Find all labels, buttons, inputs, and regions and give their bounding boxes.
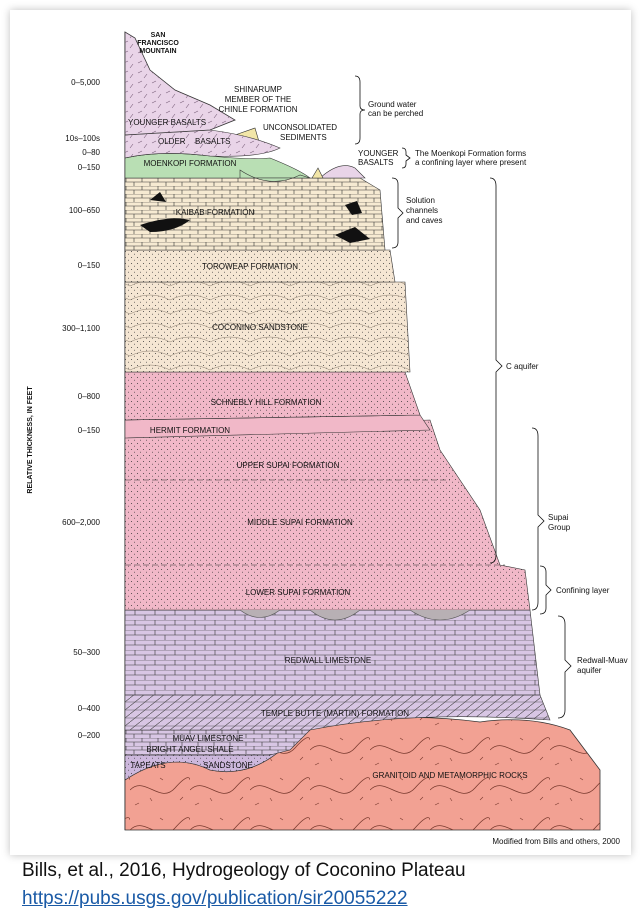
temple-butte-label: TEMPLE BUTTE (MARTIN) FORMATION [261,709,409,718]
granitoid-pattern [125,717,600,830]
thickness-label: 600–2,000 [62,518,100,527]
bracket-ground-water [354,75,366,145]
confining-layer-label: Confining layer [556,586,610,595]
ground-water-label-1: Ground water [368,100,417,109]
sfm-label-1: SAN [151,32,166,39]
middle-supai-label: MIDDLE SUPAI FORMATION [247,518,353,527]
redwall-muav-label-1: Redwall-Muav [577,656,628,665]
thickness-label: 0–800 [78,392,101,401]
stratigraphic-figure: RELATIVE THICKNESS, IN FEET 0–5,000 10s–… [10,10,631,855]
bracket-c-aquifer [489,177,503,564]
shinarump-label-3: CHINLE FORMATION [219,105,298,114]
supai-group-label-2: Group [548,523,571,532]
moenkopi-note-2: a confining layer where present [415,158,527,167]
y-axis-label: RELATIVE THICKNESS, IN FEET [27,386,34,494]
thickness-label: 0–150 [78,426,101,435]
toroweap-pattern [125,250,395,282]
shinarump-label-1: SHINARUMP [234,85,282,94]
older-basalts-pattern [125,130,280,158]
schnebly-pattern [125,372,420,420]
schnebly-label: SCHNEBLY HILL FORMATION [211,398,322,407]
stratigraphic-column: RELATIVE THICKNESS, IN FEET 0–5,000 10s–… [27,31,628,846]
solution-label-1: Solution [406,196,435,205]
lower-supai-label: LOWER SUPAI FORMATION [246,588,351,597]
kaibab-pattern [125,178,385,250]
solution-label-2: channels [406,206,438,215]
thickness-label: 0–150 [78,261,101,270]
kaibab-label: KAIBAB FORMATION [176,208,255,217]
thickness-label: 0–400 [78,704,101,713]
moenkopi-label: MOENKOPI FORMATION [144,159,237,168]
coconino-label: COCONINO SANDSTONE [212,323,308,332]
caption-link[interactable]: https://pubs.usgs.gov/publication/sir200… [22,888,408,909]
sfm-label-3: MOUNTAIN [139,48,176,55]
bracket-solution [391,177,404,249]
redwall-pattern [125,610,540,695]
thickness-label: 50–300 [73,648,100,657]
solution-caves [140,192,370,243]
volcanic-pattern [125,32,235,135]
bracket-moenkopi [401,147,411,169]
caption-citation: Bills, et al., 2016, Hydrogeology of Coc… [22,860,466,881]
tapeats-label-1: TAPEATS [130,761,165,770]
granitoid-label: GRANITOID AND METAMORPHIC ROCKS [372,771,527,780]
younger-basalts-right-label-1: YOUNGER [358,149,399,158]
credit-label: Modified from Bills and others, 2000 [492,837,620,846]
hermit-label: HERMIT FORMATION [150,426,230,435]
unconsolidated-label-1: UNCONSOLIDATED [263,123,337,132]
thickness-label: 0–200 [78,731,101,740]
unconsolidated-label-2: SEDIMENTS [280,133,327,142]
redwall-muav-label-2: aquifer [577,666,602,675]
moenkopi-note-1: The Moenkopi Formation forms [415,149,526,158]
upper-supai-label: UPPER SUPAI FORMATION [237,461,340,470]
thickness-label: 0–5,000 [71,78,100,87]
supai-pattern [125,420,530,610]
younger-basalts-label: YOUNGER BASALTS [128,118,206,127]
solution-label-3: and caves [406,216,442,225]
thickness-label: 0–150 [78,163,101,172]
redwall-label: REDWALL LIMESTONE [285,656,371,665]
supai-group-label-1: Supai [548,513,569,522]
shinarump-label-2: MEMBER OF THE [225,95,292,104]
tapeats-label-2: SANDSTONE [203,761,253,770]
thickness-label: 0–80 [82,148,100,157]
coconino-arcs [125,282,410,372]
thickness-label: 300–1,100 [62,324,100,333]
bright-angel-label: BRIGHT ANGEL SHALE [146,745,233,754]
muav-label: MUAV LIMESTONE [173,734,244,743]
unconsolidated-small [311,167,324,179]
muav-pattern [125,730,310,755]
supai-channels [239,609,471,621]
thickness-label: 100–650 [69,206,101,215]
ground-water-label-2: can be perched [368,109,423,118]
bracket-redwall-muav [557,615,572,719]
younger-basalts-right-label-2: BASALTS [358,158,393,167]
bracket-confining [539,565,552,615]
older-basalts-label-1: OLDER [158,137,186,146]
layer-younger-basalts-right [319,165,366,179]
older-basalts-label-2: BASALTS [195,137,230,146]
bracket-supai [531,427,545,611]
moenkopi-lens [239,169,311,182]
toroweap-label: TOROWEAP FORMATION [202,262,298,271]
c-aquifer-label: C aquifer [506,362,539,371]
sfm-label-2: FRANCISCO [137,40,179,47]
temple-butte-pattern [125,695,550,730]
thickness-label: 10s–100s [65,134,100,143]
